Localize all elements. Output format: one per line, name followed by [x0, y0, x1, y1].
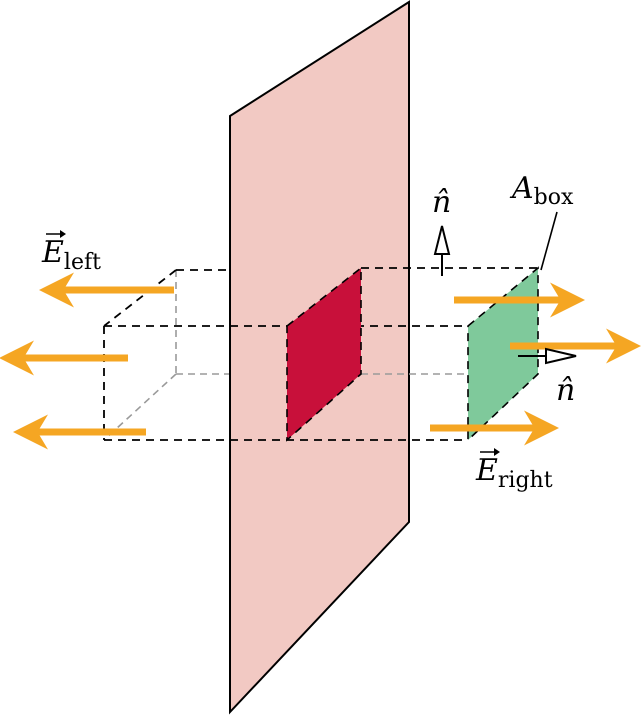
- label-e-left: Eleft: [41, 230, 101, 275]
- svg-text:Abox: Abox: [509, 171, 574, 210]
- box-hidden-edge: [103, 373, 177, 441]
- normal-vector-top: [433, 225, 451, 276]
- field-arrows-right: [430, 282, 641, 446]
- field-arrows-left: [0, 272, 174, 450]
- open-triangle-arrow-icon: [545, 347, 577, 365]
- a-box-leader-line: [540, 211, 558, 271]
- box-end-face: [467, 266, 539, 442]
- e-right-sub: right: [498, 468, 553, 493]
- open-triangle-arrow-icon: [433, 225, 451, 255]
- svg-text:Eright: Eright: [475, 453, 553, 493]
- e-right-main: E: [475, 453, 498, 488]
- e-right-overarrow-head: [494, 448, 500, 456]
- a-box-main: A: [509, 171, 534, 206]
- enclosed-charge-patch: [286, 266, 362, 442]
- label-n-top: n̂: [432, 185, 451, 220]
- e-left-sub: left: [64, 250, 101, 275]
- box-left-half: [103, 269, 230, 441]
- label-e-right: Eright: [475, 448, 553, 493]
- label-n-right: n̂: [556, 373, 575, 408]
- box-edge: [103, 269, 177, 327]
- svg-text:Eleft: Eleft: [41, 235, 101, 275]
- e-left-overarrow-head: [60, 230, 66, 238]
- a-box-sub: box: [534, 185, 574, 210]
- label-a-box: Abox: [509, 171, 574, 210]
- normal-vector-right: [518, 347, 577, 365]
- e-left-main: E: [41, 235, 64, 270]
